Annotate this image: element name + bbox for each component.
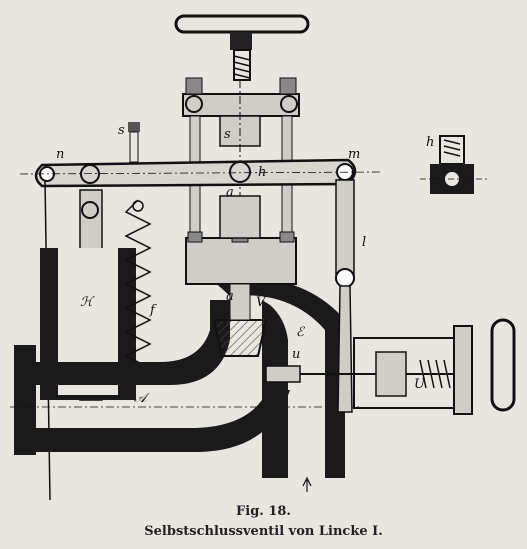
set-screw [128,122,140,163]
link-l [335,179,355,413]
label-V: V [256,295,267,310]
label-m: m [348,147,360,162]
label-s-spindle: s [224,127,231,142]
label-U: U [414,377,426,392]
label-h-center: h [258,165,266,180]
detail-h [420,135,490,194]
valve-drawing: n m h h s s a a ℋ f V ℰ u U 𝒜 l [10,14,516,500]
handwheel-top [174,14,310,81]
figure-number: Fig. 18. [236,504,291,519]
flow-arrow [302,476,312,492]
label-H: ℋ [80,295,95,310]
label-l: l [362,235,366,250]
valve-body [185,195,345,478]
label-u: u [292,347,300,362]
main-pipe [10,300,360,455]
side-handwheel-assembly [265,318,516,415]
figure-title: Selbstschlussventil von Lincke I. [144,524,383,539]
label-n: n [56,147,64,162]
label-E: ℰ [296,325,305,340]
label-h-detail: h [426,135,434,150]
lever-arm [19,158,381,188]
label-s-top: s [118,123,125,138]
spring-f [124,199,152,379]
label-a-top: a [226,185,234,200]
label-A: 𝒜 [134,391,150,406]
label-a-valve: a [226,289,234,304]
label-f: f [149,303,157,318]
